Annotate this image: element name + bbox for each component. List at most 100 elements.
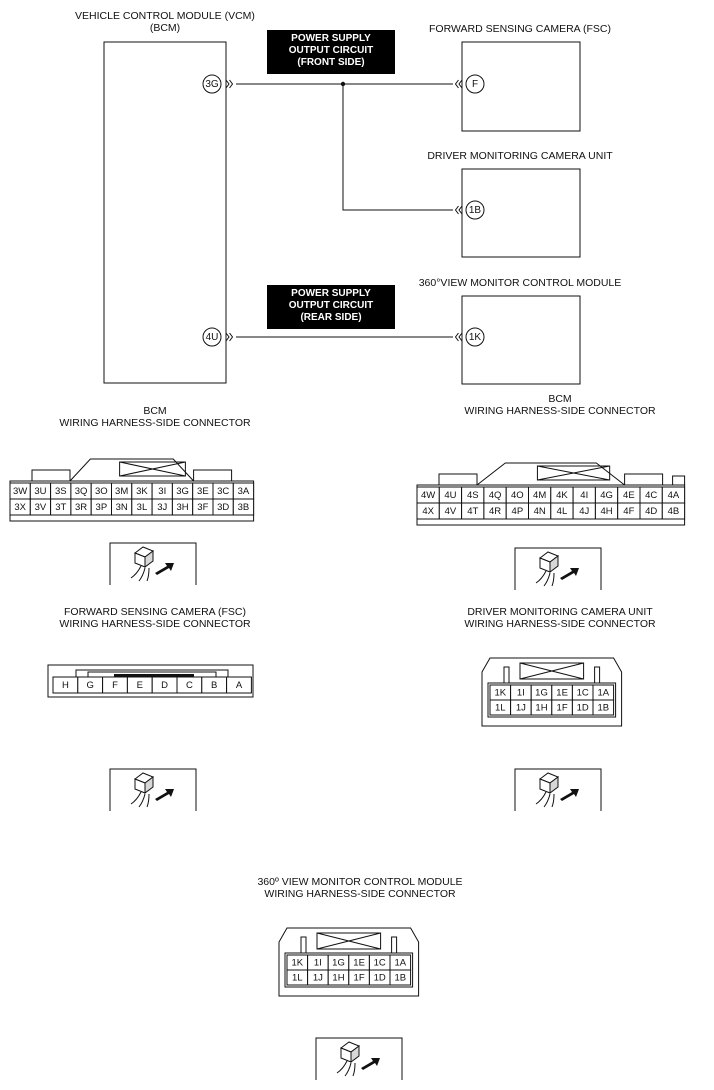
fsc-pin-f-circle (465, 74, 485, 94)
bcm-left-connector-top-pin-3i: 3I (158, 486, 166, 497)
vcm-box (103, 41, 227, 384)
fsc-connector-pin-a: A (236, 680, 243, 691)
bcm-right-connector-top-pin-4w: 4W (421, 490, 435, 501)
svm-connector-top-pin-1e: 1E (353, 958, 365, 969)
bcm-left-connector-top-pin-3g: 3G (176, 486, 189, 497)
bcm-left-connector-bottom-pin-3h: 3H (176, 502, 188, 513)
bcm-left-connector-top-pin-3m: 3M (115, 486, 128, 497)
bcm-right-connector-bottom-pin-4v: 4V (445, 506, 457, 517)
fsc-label: FORWARD SENSING CAMERA (FSC) (428, 23, 611, 35)
fsc-terminal-view-icon (109, 768, 197, 811)
dmc-connector-label: DRIVER MONITORING CAMERA UNIT WIRING HAR… (464, 606, 656, 630)
svm-connector-bottom-pin-1d: 1D (374, 973, 386, 984)
svm-connector-bottom-pin-1l: 1L (292, 973, 303, 984)
dmc-pin-1b-circle (465, 200, 485, 220)
dmc-connector-top-pin-1a: 1A (597, 688, 609, 699)
svm-connector-top-pin-1c: 1C (374, 958, 386, 969)
dmc-connector-bottom-pin-1l: 1L (495, 703, 506, 714)
vcm-pin-3g: 3G (205, 79, 219, 90)
bcm-right-connector-top-pin-4i: 4I (580, 490, 588, 501)
bcm-left-connector-top-pin-3w: 3W (13, 486, 27, 497)
svm-terminal-view-icon (315, 1037, 403, 1080)
fsc-connector-pin-h: H (62, 680, 69, 691)
svm-connector-bottom-pin-1b: 1B (394, 973, 406, 984)
bcm-left-connector-bottom-pin-3j: 3J (157, 502, 167, 513)
front-power-supply-banner: POWER SUPPLY OUTPUT CIRCUIT (FRONT SIDE) (267, 30, 395, 74)
fsc-connector-pin-e: E (137, 680, 143, 691)
svm-terminal-icon (454, 332, 463, 342)
dmc-connector-bottom-pin-1h: 1H (535, 703, 547, 714)
fsc-connector-pin-g: G (87, 680, 94, 691)
bcm-left-connector-top-pin-3e: 3E (197, 486, 209, 497)
svm-connector-top-pin-1k: 1K (291, 958, 303, 969)
svm-connector-body (278, 927, 420, 997)
svm-connector-bottom-pin-1f: 1F (354, 973, 365, 984)
bcm-left-connector-top-pin-3k: 3K (136, 486, 148, 497)
bcm-left-connector-label: BCM WIRING HARNESS-SIDE CONNECTOR (59, 405, 251, 429)
bcm-right-connector-label: BCM WIRING HARNESS-SIDE CONNECTOR (464, 393, 656, 417)
fsc-connector-pin-b: B (211, 680, 217, 691)
bcm-right-connector-bottom-pin-4b: 4B (668, 506, 680, 517)
fsc-connector-label: FORWARD SENSING CAMERA (FSC) WIRING HARN… (59, 606, 251, 630)
dmc-connector-bottom-pin-1f: 1F (557, 703, 568, 714)
bcm-right-connector-bottom-pin-4j: 4J (579, 506, 589, 517)
svm-pin-1k-circle (465, 327, 485, 347)
bcm-right-connector-top-pin-4u: 4U (444, 490, 456, 501)
bcm-left-connector-bottom-pin-3r: 3R (75, 502, 87, 513)
vcm-4u-terminal-icon (225, 332, 234, 342)
bcm-right-connector-bottom-pin-4n: 4N (534, 506, 546, 517)
dmc-connector-left-rib (503, 666, 510, 684)
fsc-connector-key (114, 674, 194, 677)
bcm-left-connector-top-pin-3s: 3S (55, 486, 67, 497)
dmc-connector-key (519, 662, 585, 680)
bcm-right-connector-end-tab (672, 475, 686, 486)
fsc-connector-hood (75, 669, 229, 677)
bcm-left-connector-hood (69, 458, 194, 482)
fsc-terminal-icon (454, 79, 463, 89)
svm-connector-right-rib (391, 936, 398, 954)
dmc-connector-top-pin-1g: 1G (535, 688, 548, 699)
bcm-right-connector-bottom-pin-4r: 4R (489, 506, 501, 517)
bcm-left-connector-bottom-pin-3n: 3N (116, 502, 128, 513)
dmc-branch-wire (342, 84, 453, 211)
bcm-left-connector-bottom-pin-3t: 3T (55, 502, 66, 513)
fsc-pin-f: F (472, 79, 478, 90)
dmc-connector-bottom-pin-1d: 1D (577, 703, 589, 714)
svm-connector-key (316, 932, 382, 950)
bcm-right-connector-left-lock (438, 473, 478, 486)
svm-pin-1k: 1K (469, 332, 482, 343)
fsc-connector-cell (226, 676, 252, 694)
dmc-pin-1b: 1B (469, 205, 482, 216)
bcm-right-connector-top-pin-4s: 4S (467, 490, 479, 501)
svm-connector-left-rib (300, 936, 307, 954)
bcm-right-connector-top-pin-4m: 4M (533, 490, 546, 501)
bcm-right-connector-top-pin-4c: 4C (645, 490, 657, 501)
bcm-left-connector-top-pin-3o: 3O (95, 486, 108, 497)
dmc-terminal-view-icon (514, 768, 602, 811)
wire-junction (340, 81, 346, 87)
svm-connector-label: 360º VIEW MONITOR CONTROL MODULE WIRING … (257, 876, 463, 900)
dmc-connector-frame (487, 682, 617, 718)
svm-connector-bottom-pin-1h: 1H (332, 973, 344, 984)
bcm-right-connector-bottom-pin-4t: 4T (467, 506, 478, 517)
bcm-left-connector-key (119, 461, 186, 477)
bcm-left-connector-bottom-pin-3p: 3P (96, 502, 108, 513)
bcm-left-connector-bottom-cell (232, 498, 255, 516)
bcm-left-connector-top-pin-3u: 3U (34, 486, 46, 497)
bcm-right-connector-bottom-pin-4h: 4H (600, 506, 612, 517)
bcm-left-terminal-view-icon (109, 542, 197, 585)
svm-connector-top-pin-1a: 1A (394, 958, 406, 969)
vcm-pin-4u: 4U (206, 332, 219, 343)
bcm-right-connector-bottom-cell (661, 502, 686, 520)
bcm-right-connector-top-pin-4e: 4E (623, 490, 635, 501)
bcm-right-connector-top-pin-4k: 4K (556, 490, 568, 501)
bcm-right-connector-top-pin-4o: 4O (511, 490, 524, 501)
bcm-left-connector-top-pin-3q: 3Q (75, 486, 88, 497)
dmc-connector-bottom-cell (592, 699, 615, 716)
svm-connector-frame (284, 952, 414, 988)
